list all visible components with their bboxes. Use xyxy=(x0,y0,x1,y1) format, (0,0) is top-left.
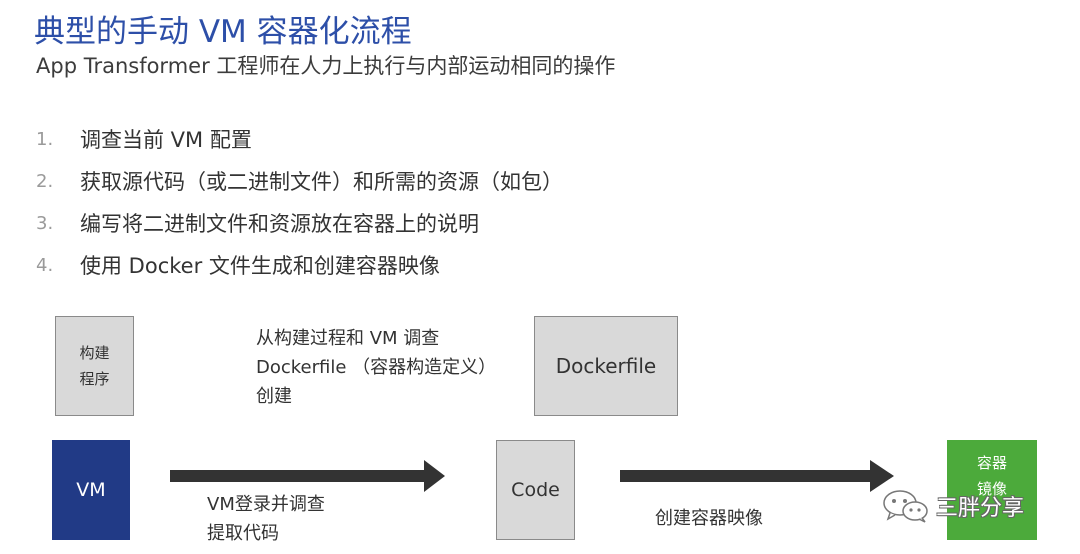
step-text: 使用 Docker 文件生成和创建容器映像 xyxy=(80,254,440,278)
step-item: 1. 调查当前 VM 配置 xyxy=(36,118,563,160)
dockerfile-box: Dockerfile xyxy=(534,316,678,416)
container-image-box: 容器 镜像 xyxy=(947,440,1037,540)
build-box-line1: 构建 xyxy=(79,344,110,362)
dockerfile-note-line2: Dockerfile （容器构造定义） xyxy=(256,357,497,378)
image-box-line1: 容器 xyxy=(976,454,1007,472)
page-title: 典型的手动 VM 容器化流程 xyxy=(34,14,412,50)
page-subtitle: App Transformer 工程师在人力上执行与内部运动相同的操作 xyxy=(36,54,616,78)
step-text: 获取源代码（或二进制文件）和所需的资源（如包） xyxy=(80,170,563,194)
step-item: 2. 获取源代码（或二进制文件）和所需的资源（如包） xyxy=(36,160,563,202)
step-item: 3. 编写将二进制文件和资源放在容器上的说明 xyxy=(36,202,563,244)
dockerfile-note: 从构建过程和 VM 调查 Dockerfile （容器构造定义） 创建 xyxy=(256,324,496,411)
build-process-box: 构建 程序 xyxy=(55,316,134,416)
arrow-shaft xyxy=(620,470,872,482)
step-item: 4. 使用 Docker 文件生成和创建容器映像 xyxy=(36,244,563,286)
build-box-line2: 程序 xyxy=(79,370,110,388)
arrow-head xyxy=(870,460,894,492)
arrow-code-to-image xyxy=(620,460,894,492)
watermark: 三胖分享 xyxy=(880,488,1024,524)
step-text: 编写将二进制文件和资源放在容器上的说明 xyxy=(80,212,479,236)
dockerfile-note-line1: 从构建过程和 VM 调查 xyxy=(256,328,440,349)
steps-list: 1. 调查当前 VM 配置 2. 获取源代码（或二进制文件）和所需的资源（如包）… xyxy=(36,118,563,286)
arrow-vm-to-code xyxy=(170,460,445,492)
step-number: 4. xyxy=(36,254,54,276)
step-text: 调查当前 VM 配置 xyxy=(80,128,252,152)
step-number: 2. xyxy=(36,170,54,192)
vm-box: VM xyxy=(52,440,130,540)
watermark-text: 三胖分享 xyxy=(936,496,1025,521)
create-image-note: 创建容器映像 xyxy=(655,508,763,529)
step-number: 1. xyxy=(36,128,54,150)
image-box-line2: 镜像 xyxy=(976,480,1007,498)
step-number: 3. xyxy=(36,212,54,234)
login-note: VM登录并调查 提取代码 xyxy=(207,490,325,548)
login-note-line1: VM登录并调查 xyxy=(207,494,325,515)
login-note-line2: 提取代码 xyxy=(207,523,279,544)
dockerfile-note-line3: 创建 xyxy=(256,386,292,407)
arrow-head xyxy=(424,460,445,492)
wechat-icon xyxy=(883,490,928,523)
arrow-shaft xyxy=(170,470,426,482)
code-box: Code xyxy=(496,440,575,540)
